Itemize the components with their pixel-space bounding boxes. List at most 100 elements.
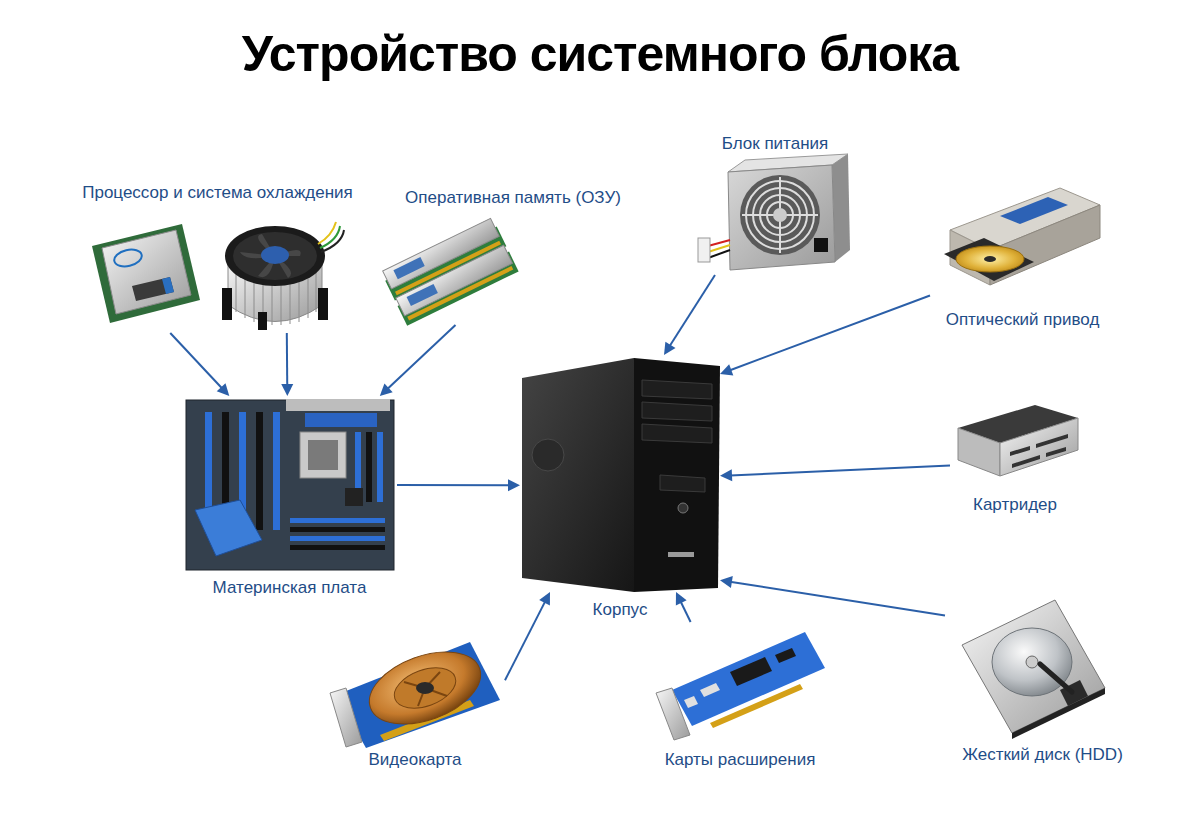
card-reader-picture-part	[1046, 447, 1066, 457]
arrow-line	[730, 466, 950, 476]
expansion-card-picture-part	[730, 657, 772, 686]
cooler-picture-part	[258, 312, 267, 330]
component-label: Материнская плата	[211, 578, 369, 598]
optical-drive-picture-part	[984, 256, 996, 262]
cpu-picture-part	[92, 224, 200, 323]
card-reader-picture-part	[1036, 434, 1068, 448]
cooler-picture-part	[236, 270, 237, 312]
component-label: Карты расширения	[663, 750, 818, 770]
arrow-connector	[380, 325, 456, 396]
psu-picture-part	[708, 250, 730, 258]
component-node: Жесткий диск (HDD)	[945, 595, 1140, 765]
optical-drive-picture-part	[1000, 197, 1068, 224]
arrow-connector	[720, 576, 945, 615]
arrow-head	[539, 592, 550, 605]
arrow-connector	[720, 466, 950, 482]
case-picture-part	[522, 358, 634, 592]
psu-picture-part	[740, 175, 820, 255]
arrow-connector	[281, 333, 293, 396]
cooler-picture-part	[240, 234, 301, 278]
card-reader-picture-part	[1012, 455, 1040, 468]
component-node: Материнская плата	[182, 396, 397, 598]
arrow-head	[380, 383, 393, 396]
arrow-line	[170, 333, 222, 389]
motherboard-picture-part	[256, 412, 263, 530]
card-reader-picture-part	[958, 428, 1000, 476]
optical-drive-picture-part	[956, 246, 1024, 272]
card-reader-picture-part	[1000, 418, 1078, 476]
cooler-picture-part	[321, 230, 344, 252]
cooler-picture-part	[225, 226, 325, 286]
motherboard-picture-part	[290, 527, 385, 532]
component-node: Карты расширения	[645, 622, 835, 770]
motherboard-picture-part	[345, 488, 363, 506]
cooler-picture-part	[320, 226, 340, 248]
case-picture-part	[634, 358, 720, 592]
component-node: Оперативная память (ОЗУ)	[388, 188, 638, 325]
video-card-picture-part	[416, 682, 434, 694]
motherboard-picture-part	[377, 432, 383, 502]
case-picture-part	[532, 439, 564, 471]
arrow-head	[720, 364, 733, 375]
arrow-connector	[664, 275, 715, 355]
component-label: Процессор и система охлаждения	[80, 183, 355, 203]
case-picture	[522, 358, 720, 592]
motherboard-picture-part	[308, 440, 338, 470]
hdd-picture-part	[1026, 656, 1038, 668]
title-bar: Устройство системного блока	[0, 26, 1200, 84]
optical-drive-picture-part	[944, 238, 1034, 281]
arrow-connector	[397, 479, 520, 491]
expansion-card-picture-part	[684, 696, 698, 708]
cooler-picture-part	[308, 272, 309, 318]
hdd-picture-part	[992, 628, 1072, 696]
arrow-line	[729, 296, 930, 371]
psu-picture-part	[814, 238, 828, 252]
arrow-line	[669, 275, 715, 347]
arrow-head	[508, 479, 520, 491]
arrow-head	[676, 592, 687, 605]
arrow-head	[217, 383, 230, 396]
arrow-line	[730, 582, 945, 616]
component-node: Корпус	[520, 355, 720, 592]
hdd-picture	[962, 600, 1105, 739]
psu-picture	[698, 154, 850, 270]
component-label: Жесткий диск (HDD)	[960, 745, 1125, 765]
video-card-picture-part	[330, 688, 362, 747]
cooler-picture-part	[261, 246, 289, 264]
arrow-connector	[720, 296, 930, 376]
component-label: Блок питания	[720, 134, 831, 154]
cooler-picture-part	[222, 288, 232, 320]
cpu-picture	[92, 224, 200, 323]
motherboard-picture-part	[366, 432, 372, 502]
motherboard-picture-part	[186, 400, 394, 570]
component-node: Процессор и система охлаждения	[60, 183, 375, 333]
case-picture-part	[642, 402, 712, 421]
card-reader-picture-part	[1010, 446, 1030, 456]
component-label: Видеокарта	[366, 750, 463, 770]
arrow-line	[387, 325, 455, 389]
cooler-picture-part	[318, 222, 336, 244]
expansion-card-picture-part	[700, 683, 720, 697]
cpu-picture-part	[102, 230, 191, 314]
cpu-picture-part	[113, 247, 144, 269]
ram-picture	[381, 217, 519, 325]
motherboard-picture-part	[273, 412, 280, 530]
video-card-picture-part	[360, 638, 491, 738]
arrow-head	[664, 342, 676, 355]
arrow-connector	[676, 592, 691, 622]
video-card-picture-part	[404, 672, 447, 706]
diagram-title: Устройство системного блока	[242, 26, 958, 82]
case-picture-part	[642, 380, 712, 399]
motherboard-picture-part	[305, 413, 377, 427]
case-picture-part	[668, 552, 694, 557]
component-node: Оптический привод	[930, 180, 1115, 330]
ram-picture-part	[396, 245, 513, 316]
case-picture-part	[642, 424, 712, 443]
ram-picture-part	[393, 257, 424, 279]
arrow-line	[680, 601, 690, 622]
motherboard-picture-part	[300, 432, 346, 478]
case-picture-part	[678, 503, 688, 513]
